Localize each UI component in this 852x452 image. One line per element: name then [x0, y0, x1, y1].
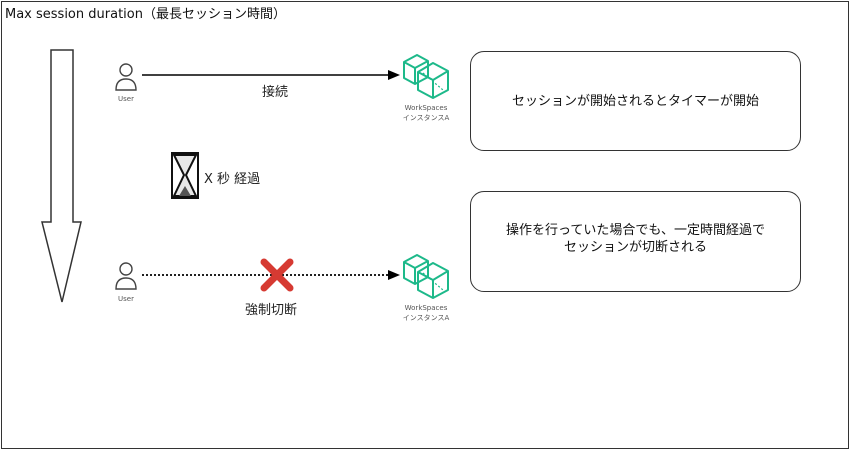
user-icon	[115, 63, 137, 91]
callout-timer-start: セッションが開始されるとタイマーが開始	[470, 51, 801, 151]
workspaces-icon	[403, 54, 449, 99]
workspaces-icon	[403, 254, 449, 299]
elapsed-label: X 秒 経過	[204, 172, 261, 187]
instance-label-line2: インスタンスA	[402, 114, 450, 122]
hourglass-icon	[171, 152, 199, 199]
disconnect-arrow	[142, 270, 400, 280]
callout-line2: セッションが切断される	[563, 240, 707, 255]
callout-text: セッションが開始されるとタイマーが開始	[511, 93, 759, 109]
diagram-title: Max session duration（最長セッション時間）	[5, 7, 286, 22]
user-label: User	[118, 95, 134, 103]
disconnect-label: 強制切断	[245, 303, 298, 318]
callout-line1: 操作を行っていた場合でも、一定時間経過で	[506, 223, 765, 238]
callout-text: 操作を行っていた場合でも、一定時間経過で セッションが切断される	[506, 222, 765, 256]
callout-forced-disconnect: 操作を行っていた場合でも、一定時間経過で セッションが切断される	[470, 191, 801, 292]
time-arrow	[41, 49, 82, 303]
instance-label: WorkSpaces インスタンスA	[388, 303, 464, 323]
instance-label-line2: インスタンスA	[402, 314, 450, 322]
instance-label-line1: WorkSpaces	[404, 304, 448, 312]
instance-label-line1: WorkSpaces	[404, 104, 448, 112]
cross-icon	[260, 258, 294, 292]
connection-label: 接続	[262, 85, 289, 100]
user-icon	[115, 262, 137, 290]
connection-arrow	[142, 70, 400, 80]
instance-label: WorkSpaces インスタンスA	[388, 103, 464, 123]
user-label: User	[118, 295, 134, 303]
